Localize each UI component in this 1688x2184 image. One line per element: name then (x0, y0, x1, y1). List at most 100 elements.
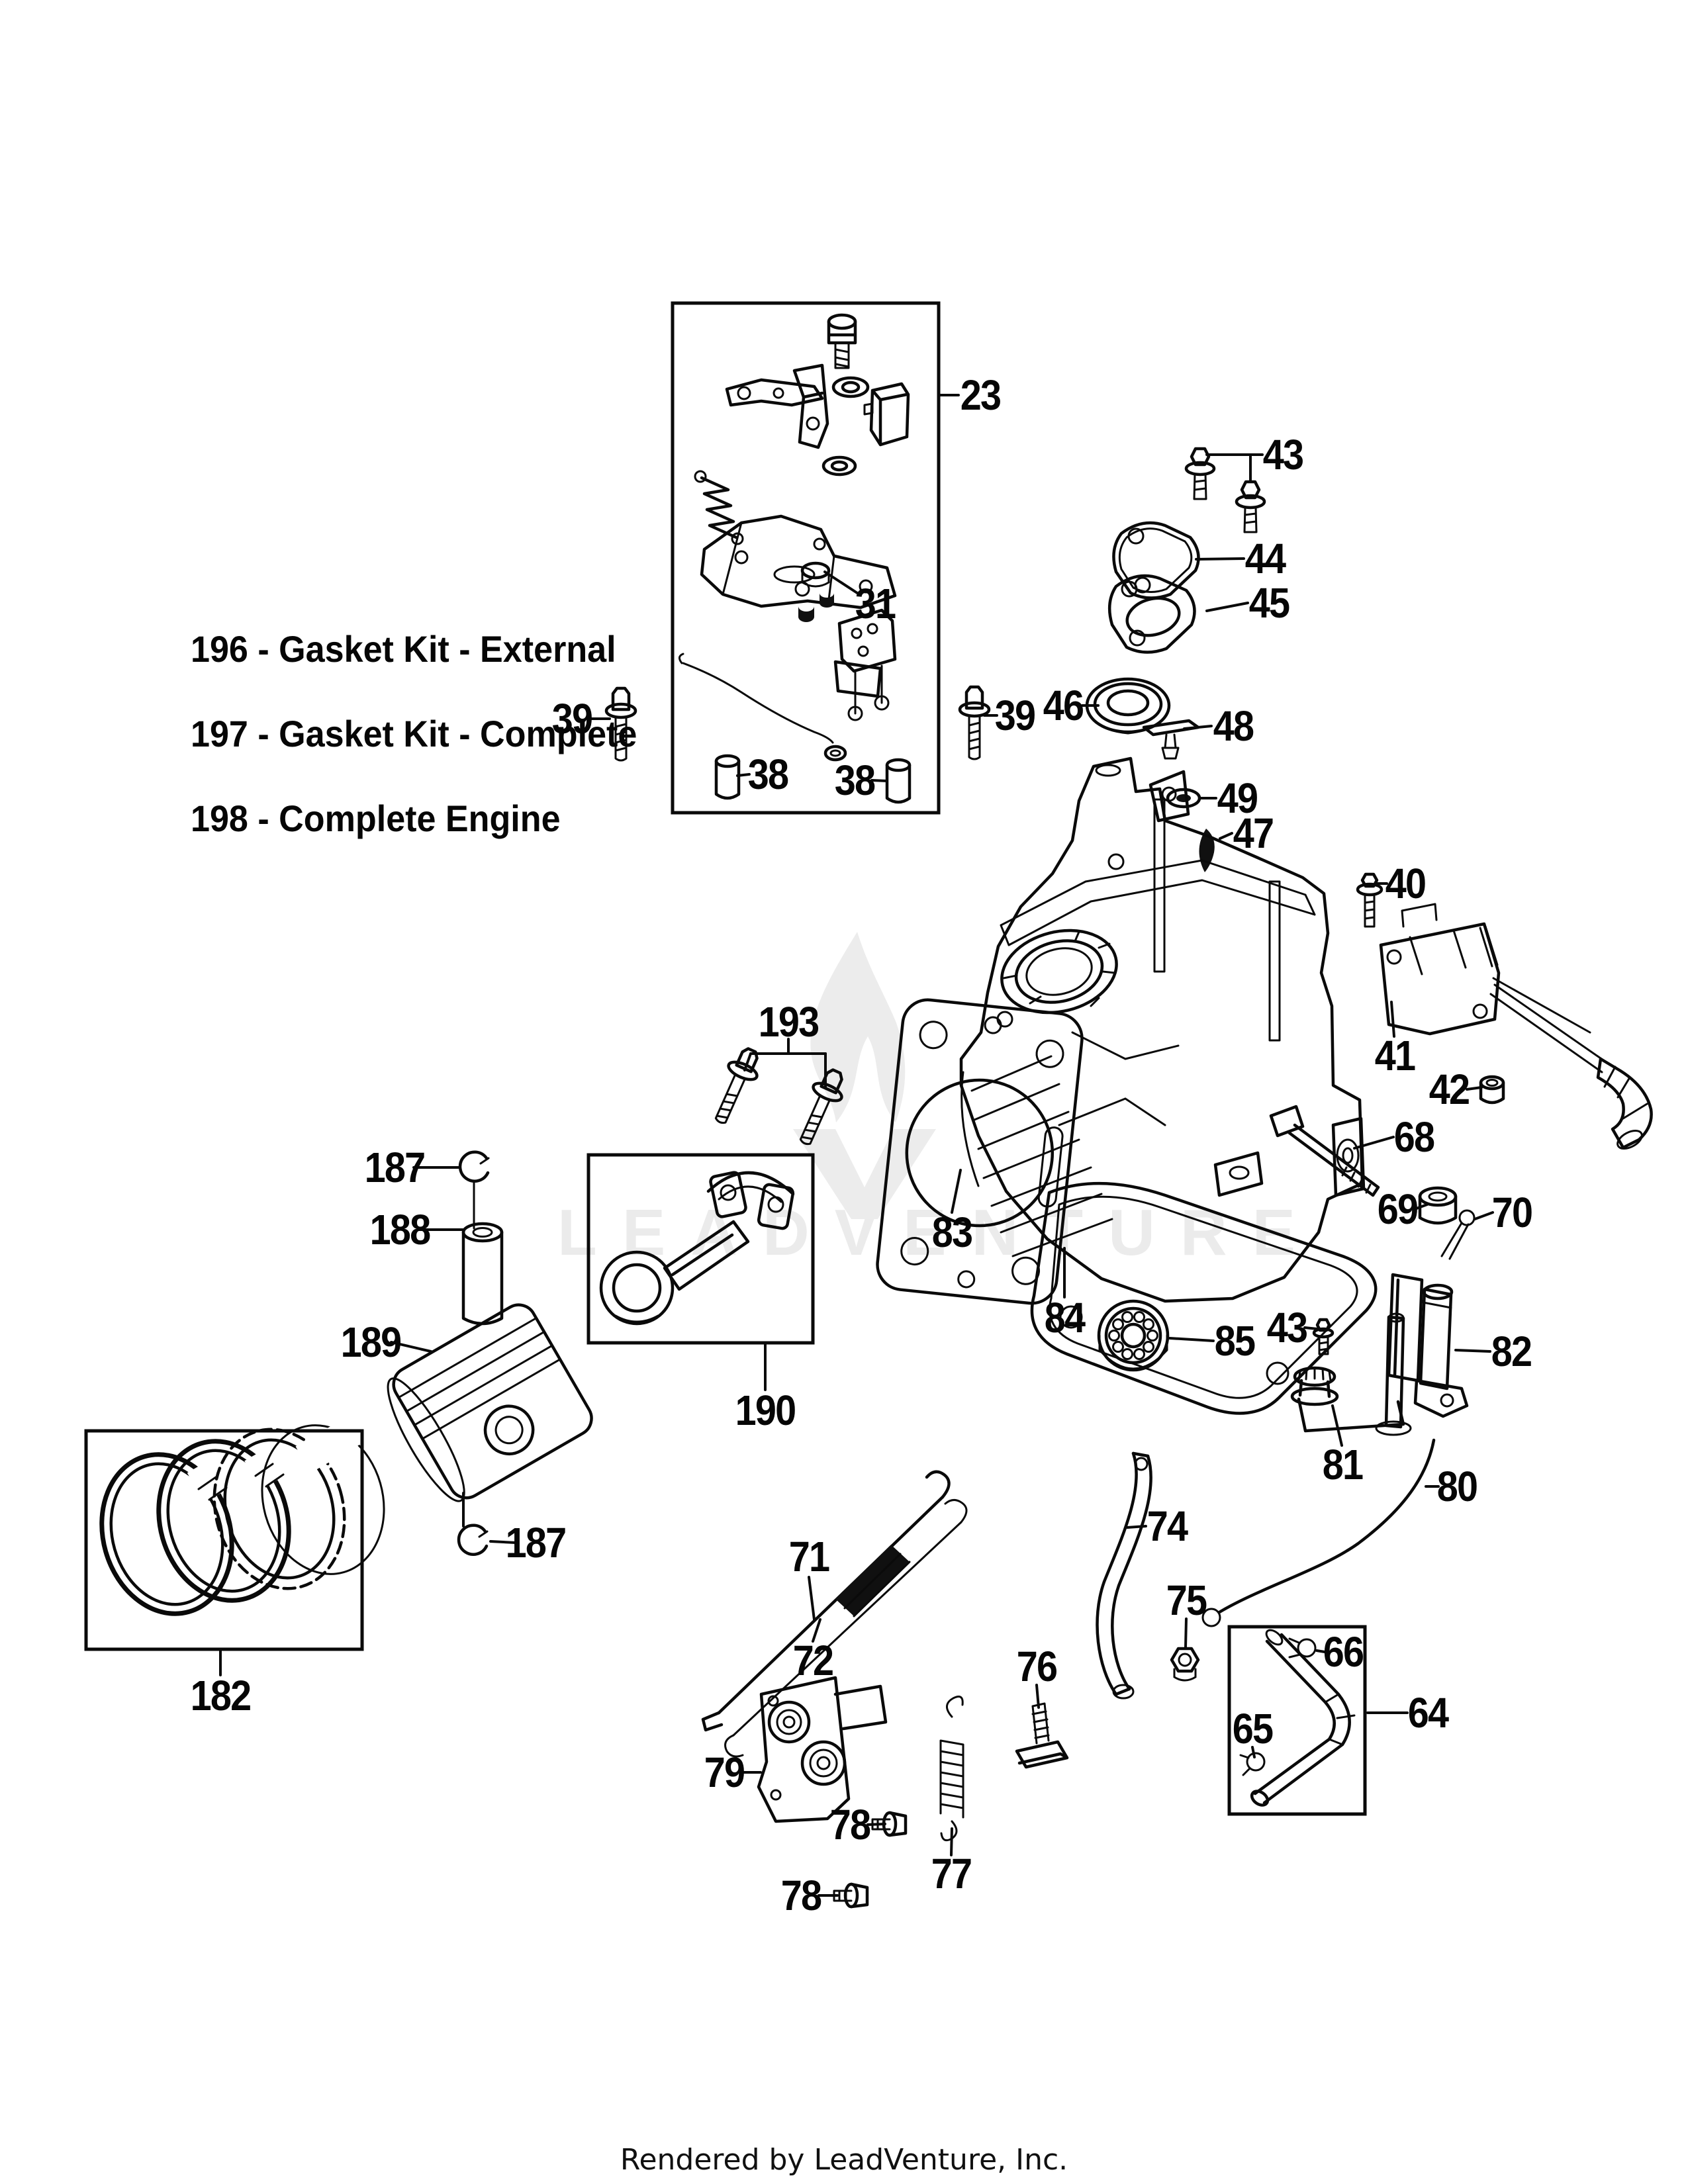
callout-label-77[interactable]: 77 (931, 1850, 972, 1897)
callout-label-45[interactable]: 45 (1248, 579, 1290, 627)
callout-label-23[interactable]: 23 (960, 371, 1002, 419)
leader-line-71 (808, 1576, 816, 1621)
callout-label-85[interactable]: 85 (1214, 1317, 1256, 1365)
leader-line-74 (1126, 1525, 1147, 1529)
leader-line-85 (1168, 1337, 1215, 1342)
callout-label-69[interactable]: 69 (1377, 1185, 1419, 1233)
cap-42 (1479, 1075, 1505, 1105)
callout-label-82[interactable]: 82 (1491, 1328, 1532, 1375)
bushing-69 (1418, 1186, 1458, 1225)
flange-bolts-43-top (1184, 447, 1266, 533)
leader-line-45 (1205, 602, 1249, 612)
callout-label-43b[interactable]: 43 (1266, 1304, 1308, 1351)
ignition-coil-41 (1379, 903, 1501, 1036)
leader-line-65 (1251, 1746, 1256, 1758)
callout-label-31[interactable]: 31 (855, 580, 896, 627)
callout-label-44[interactable]: 44 (1244, 535, 1286, 582)
callout-label-42[interactable]: 42 (1429, 1066, 1470, 1113)
throttle-rod-72 (724, 1499, 968, 1758)
leader-line-72 (812, 1618, 821, 1643)
callout-label-70[interactable]: 70 (1491, 1189, 1533, 1236)
callout-label-48[interactable]: 48 (1213, 702, 1254, 750)
gasket-45 (1107, 574, 1196, 654)
callout-label-65[interactable]: 65 (1232, 1705, 1274, 1752)
callout-label-38b[interactable]: 38 (834, 756, 876, 804)
clip-65 (1239, 1752, 1266, 1776)
group-box-182 (84, 1429, 364, 1651)
governor-shaft-68 (1269, 1105, 1380, 1197)
oil-fill-bracket-81 (1290, 1312, 1412, 1436)
bolt-40 (1356, 872, 1383, 928)
callout-label-84[interactable]: 84 (1044, 1294, 1086, 1342)
leader-line-42 (1466, 1086, 1483, 1091)
legend-item-196: 196 - Gasket Kit - External (191, 628, 616, 670)
callout-label-78a[interactable]: 78 (829, 1801, 871, 1848)
callout-label-187b[interactable]: 187 (505, 1519, 567, 1567)
leader-line-48 (1183, 725, 1213, 730)
callout-label-41[interactable]: 41 (1374, 1032, 1416, 1079)
callout-label-189[interactable]: 189 (340, 1318, 402, 1366)
clip-66 (1288, 1637, 1317, 1659)
callout-label-39b[interactable]: 39 (994, 692, 1036, 739)
leadventure-flame-icon (793, 932, 936, 1219)
callout-label-38a[interactable]: 38 (747, 751, 789, 798)
callout-label-83[interactable]: 83 (931, 1208, 973, 1256)
spark-plug-boot (1596, 1057, 1653, 1150)
cotter-pin-70 (1440, 1209, 1476, 1260)
hex-nut-75 (1170, 1647, 1200, 1682)
dipstick-rod-80 (1201, 1438, 1436, 1627)
callout-label-49[interactable]: 49 (1217, 774, 1258, 822)
callout-label-75[interactable]: 75 (1166, 1576, 1207, 1624)
callout-label-39a[interactable]: 39 (551, 695, 593, 743)
group-box-190 (586, 1153, 815, 1345)
callout-label-46[interactable]: 46 (1043, 682, 1084, 729)
leader-line-78a (867, 1823, 886, 1826)
leader-line-69 (1413, 1203, 1429, 1210)
leader-line-77 (950, 1827, 953, 1856)
callout-label-74[interactable]: 74 (1147, 1502, 1188, 1550)
callout-label-193[interactable]: 193 (758, 998, 820, 1046)
callout-label-64[interactable]: 64 (1407, 1689, 1449, 1737)
callout-label-80[interactable]: 80 (1436, 1463, 1478, 1510)
callout-label-190[interactable]: 190 (735, 1387, 796, 1434)
callout-label-188[interactable]: 188 (369, 1206, 431, 1253)
legend-item-198: 198 - Complete Engine (191, 797, 561, 839)
leader-line-66 (1315, 1649, 1326, 1653)
callout-label-68[interactable]: 68 (1393, 1113, 1435, 1161)
throttle-control-bracket-assembly (679, 313, 910, 762)
head-bolts-193 (714, 1047, 843, 1146)
leader-line-70 (1474, 1211, 1494, 1220)
callout-label-40[interactable]: 40 (1385, 860, 1427, 907)
connecting-rod-190 (599, 1171, 795, 1326)
piston-pin-clip-187-bottom (457, 1524, 489, 1556)
callout-label-81[interactable]: 81 (1322, 1441, 1364, 1488)
leader-line-83 (951, 1169, 962, 1214)
callout-label-182[interactable]: 182 (190, 1672, 252, 1719)
callout-label-187a[interactable]: 187 (364, 1144, 426, 1191)
leader-line-31 (823, 570, 861, 596)
control-bracket-79 (757, 1676, 888, 1823)
bushing-38-left (714, 754, 741, 800)
group-box-64 (1227, 1625, 1367, 1816)
leader-line-187b (489, 1540, 517, 1544)
dipstick-tube-82 (1387, 1273, 1469, 1418)
callout-label-66[interactable]: 66 (1323, 1628, 1364, 1676)
callout-label-47[interactable]: 47 (1233, 809, 1274, 857)
leader-line-68 (1353, 1136, 1395, 1150)
crankcase-gasket-84 (1030, 1181, 1378, 1415)
callout-label-78b[interactable]: 78 (780, 1872, 822, 1919)
bushing-38-right (885, 758, 912, 804)
callout-label-43a[interactable]: 43 (1262, 431, 1304, 478)
callout-label-79[interactable]: 79 (704, 1749, 745, 1796)
leader-line-43b (1303, 1326, 1319, 1330)
callout-label-72[interactable]: 72 (792, 1637, 834, 1684)
leader-line-38a (736, 773, 751, 777)
callout-label-76[interactable]: 76 (1016, 1643, 1058, 1690)
piston-pin-clip-187-top (458, 1150, 490, 1183)
oil-fill-tube-64 (1250, 1629, 1356, 1807)
leader-line-76 (1035, 1684, 1040, 1709)
bolt-43-lower (1312, 1318, 1335, 1355)
callout-label-71[interactable]: 71 (788, 1533, 830, 1580)
